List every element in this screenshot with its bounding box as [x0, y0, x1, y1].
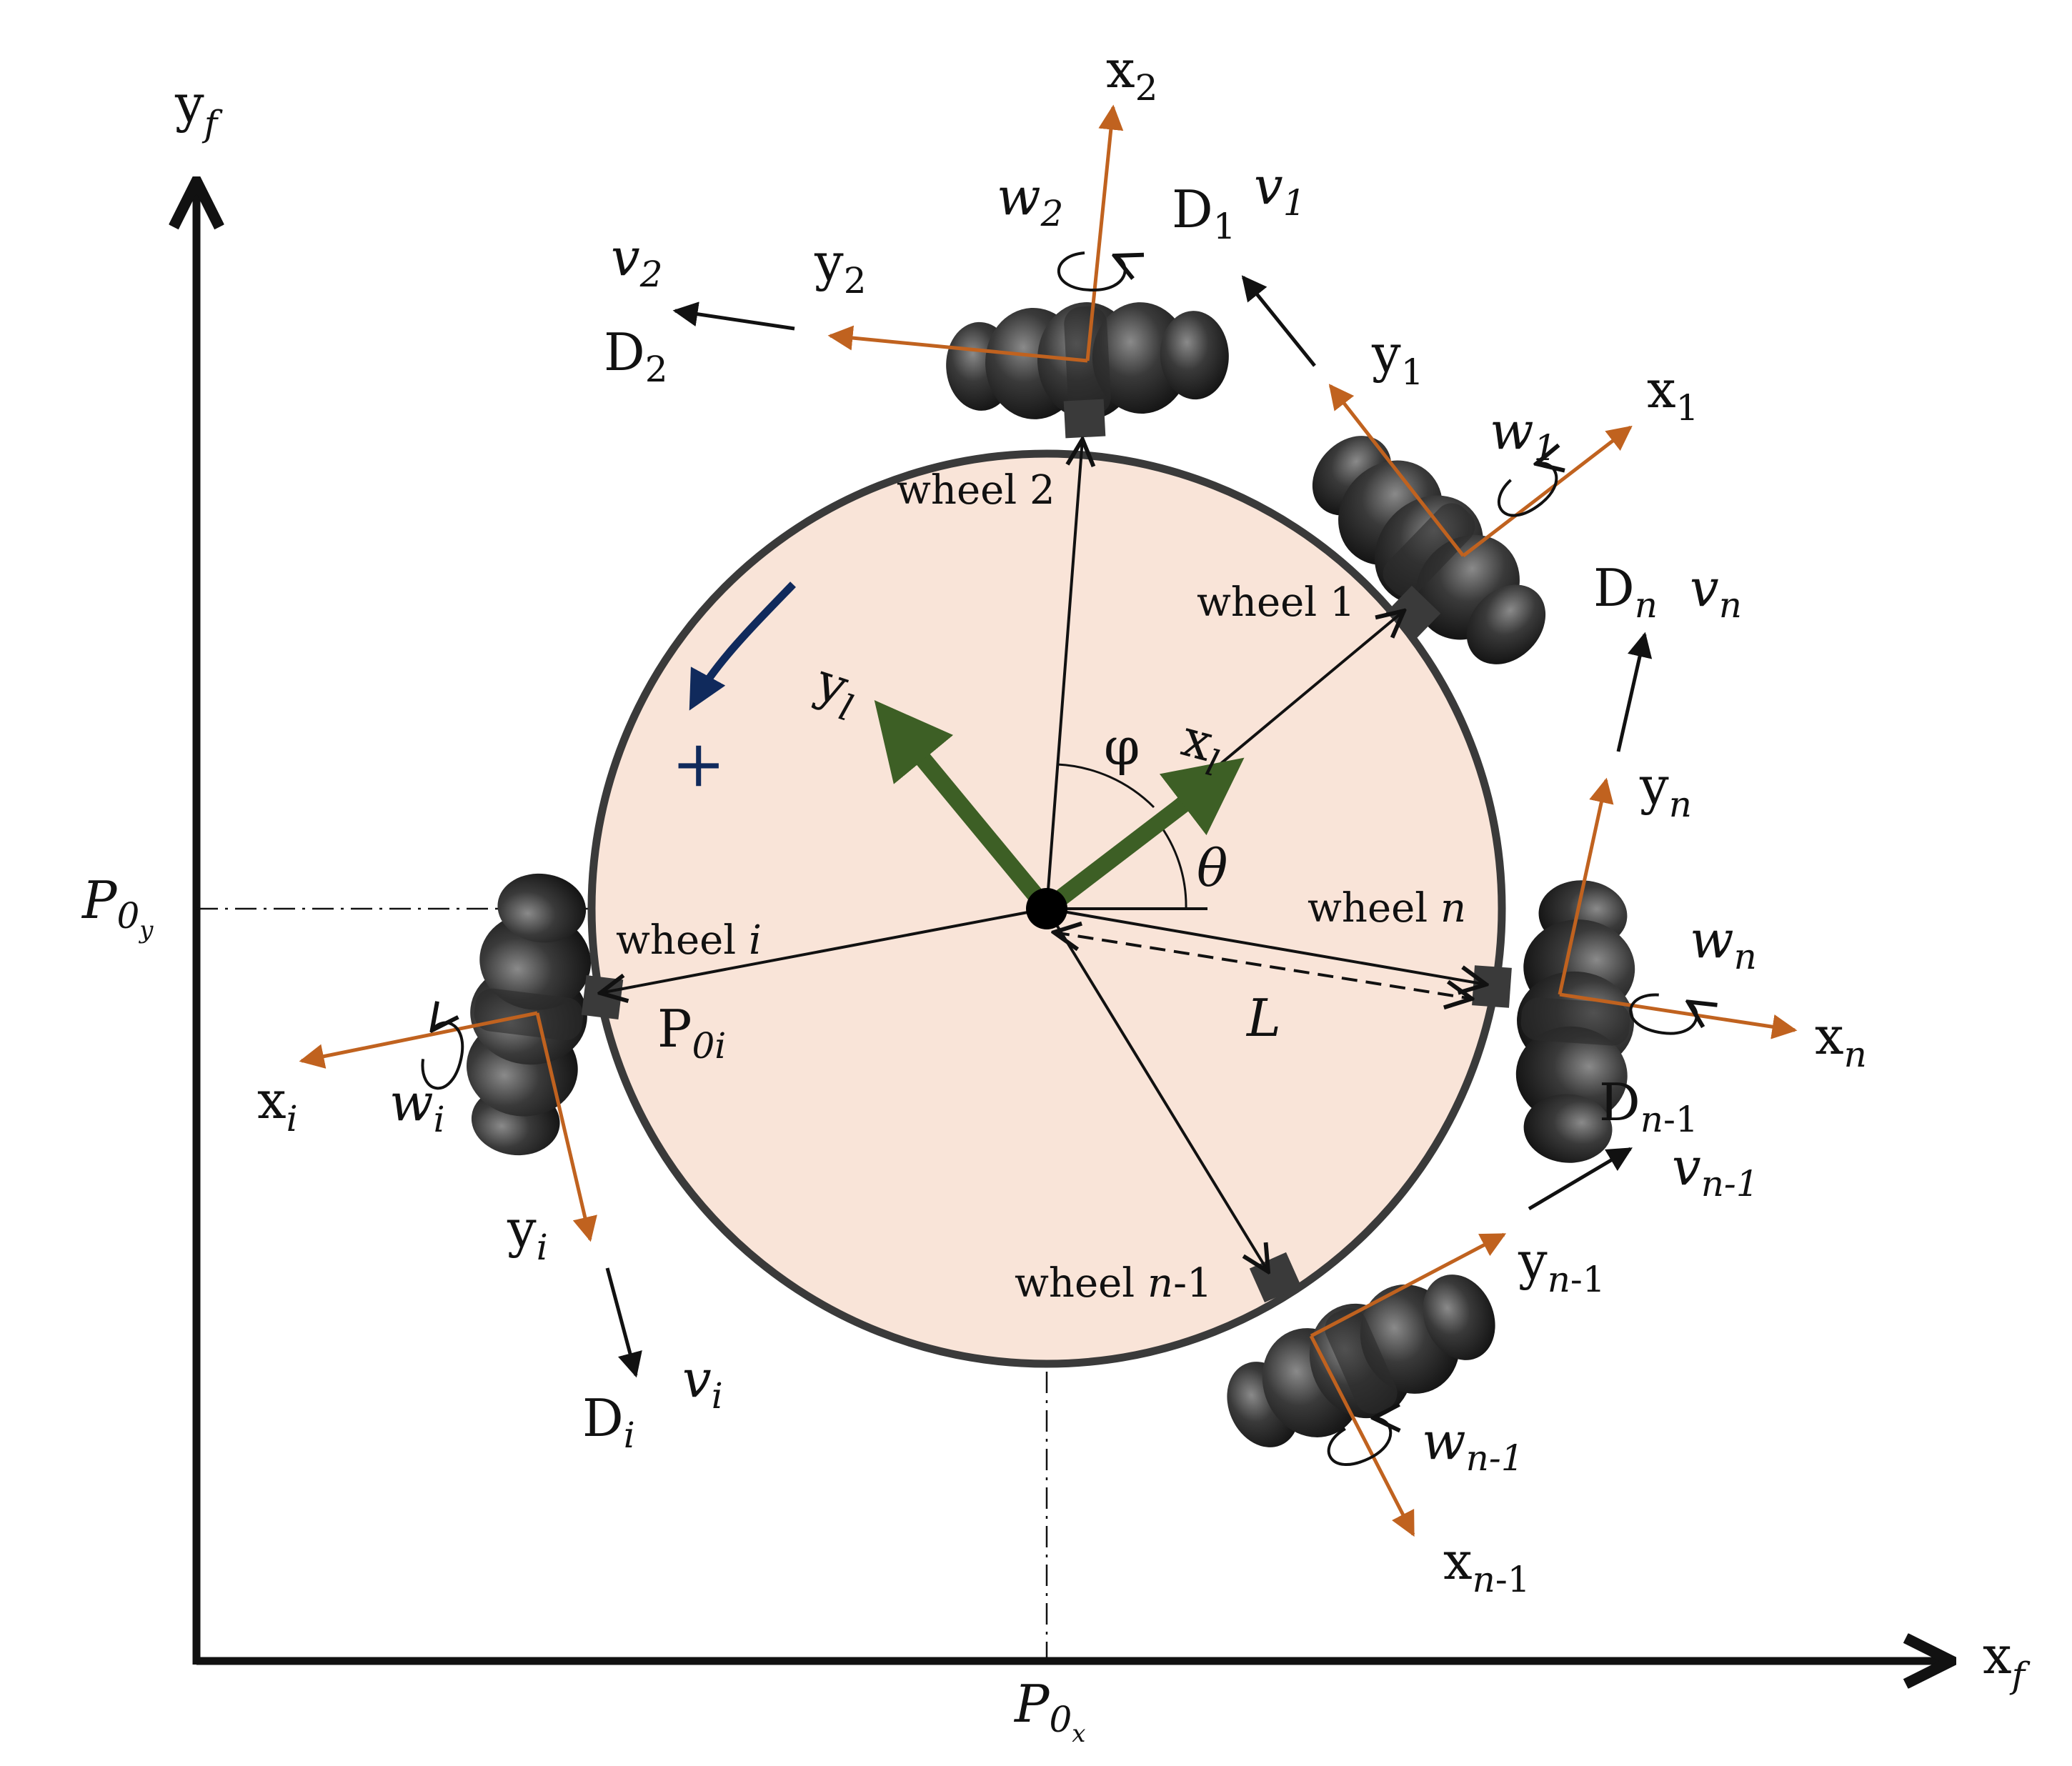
p0y-label: P0y — [81, 870, 154, 944]
robot-x-label: xl — [1173, 707, 1230, 784]
wheel-2-label: wheel 2 — [897, 467, 1055, 514]
w2-rotation-icon — [1059, 253, 1125, 290]
D2-label: D2 — [604, 322, 668, 390]
y2-label: y2 — [814, 232, 867, 301]
wheel-n-label: wheel n — [1308, 885, 1466, 932]
L-dimension — [1054, 932, 1472, 999]
vn-1-label: vn-1 — [1672, 1137, 1759, 1204]
x2-label: x2 — [1106, 39, 1157, 109]
rotation-direction-arrow — [689, 582, 796, 711]
D2-velocity-arrow — [672, 301, 795, 331]
xi-label: xi — [257, 1070, 298, 1139]
yi-label: yi — [507, 1199, 548, 1268]
v1-label: v1 — [1254, 156, 1306, 224]
wheel-1-axes — [1328, 384, 1633, 557]
x1-label: x1 — [1647, 359, 1698, 429]
y1-label: y1 — [1371, 324, 1424, 393]
p0x-label: P0x — [1013, 1674, 1085, 1748]
robot-center — [1026, 888, 1067, 929]
wheel-i-axes — [299, 1011, 597, 1242]
xf-label: xf — [1983, 1625, 2031, 1696]
radius-wheel-i — [600, 907, 1047, 993]
yn-label: yn — [1639, 756, 1692, 825]
mount-wheel-2 — [1063, 399, 1106, 439]
mount-wheel-n — [1472, 965, 1512, 1008]
mount-wheel-1 — [1385, 585, 1441, 641]
theta-label: θ — [1197, 838, 1227, 898]
rotation-plus-sign: + — [672, 727, 725, 802]
w1-label: w1 — [1490, 401, 1556, 469]
vn-label: vn — [1690, 558, 1742, 626]
phi-arc — [1057, 763, 1155, 809]
wheel-i-label: wheel i — [616, 917, 762, 964]
Dn-1-velocity-arrow — [1528, 1147, 1633, 1211]
yn-1-label: yn-1 — [1518, 1231, 1605, 1300]
Di-label: Di — [582, 1388, 635, 1456]
w2-label: w2 — [997, 166, 1063, 234]
yf-label: yf — [174, 74, 223, 144]
P0i-label: P0i — [657, 999, 726, 1067]
wn-label: wn — [1690, 909, 1757, 977]
xn-label: xn — [1815, 1006, 1867, 1075]
radius-wheel-2 — [1045, 439, 1082, 909]
Dn-1-label: Dn-1 — [1599, 1072, 1698, 1140]
wheel-n-1-label: wheel n-1 — [1015, 1260, 1212, 1307]
L-label: L — [1245, 988, 1281, 1048]
robot-x-axis — [1041, 757, 1245, 916]
wi-label: wi — [389, 1072, 445, 1140]
wheel-n-axes — [1558, 777, 1798, 1039]
wheel-n-1-axes — [1309, 1232, 1507, 1537]
Di-velocity-arrow — [605, 1267, 642, 1378]
phi-label: φ — [1104, 717, 1140, 777]
Dn-velocity-arrow — [1616, 632, 1653, 752]
wheel-1-label: wheel 1 — [1197, 579, 1355, 626]
v2-label: v2 — [611, 227, 663, 295]
wheel-2-axes — [827, 104, 1124, 363]
vi-label: vi — [682, 1349, 723, 1417]
Dn-label: Dn — [1593, 558, 1658, 626]
xn-1-label: xn-1 — [1443, 1531, 1530, 1600]
mount-wheel-i — [581, 975, 624, 1019]
robot-y-axis — [874, 700, 1054, 914]
D1-velocity-arrow — [1241, 275, 1316, 367]
D1-label: D1 — [1172, 179, 1236, 247]
wn-1-label: wn-1 — [1422, 1411, 1524, 1479]
